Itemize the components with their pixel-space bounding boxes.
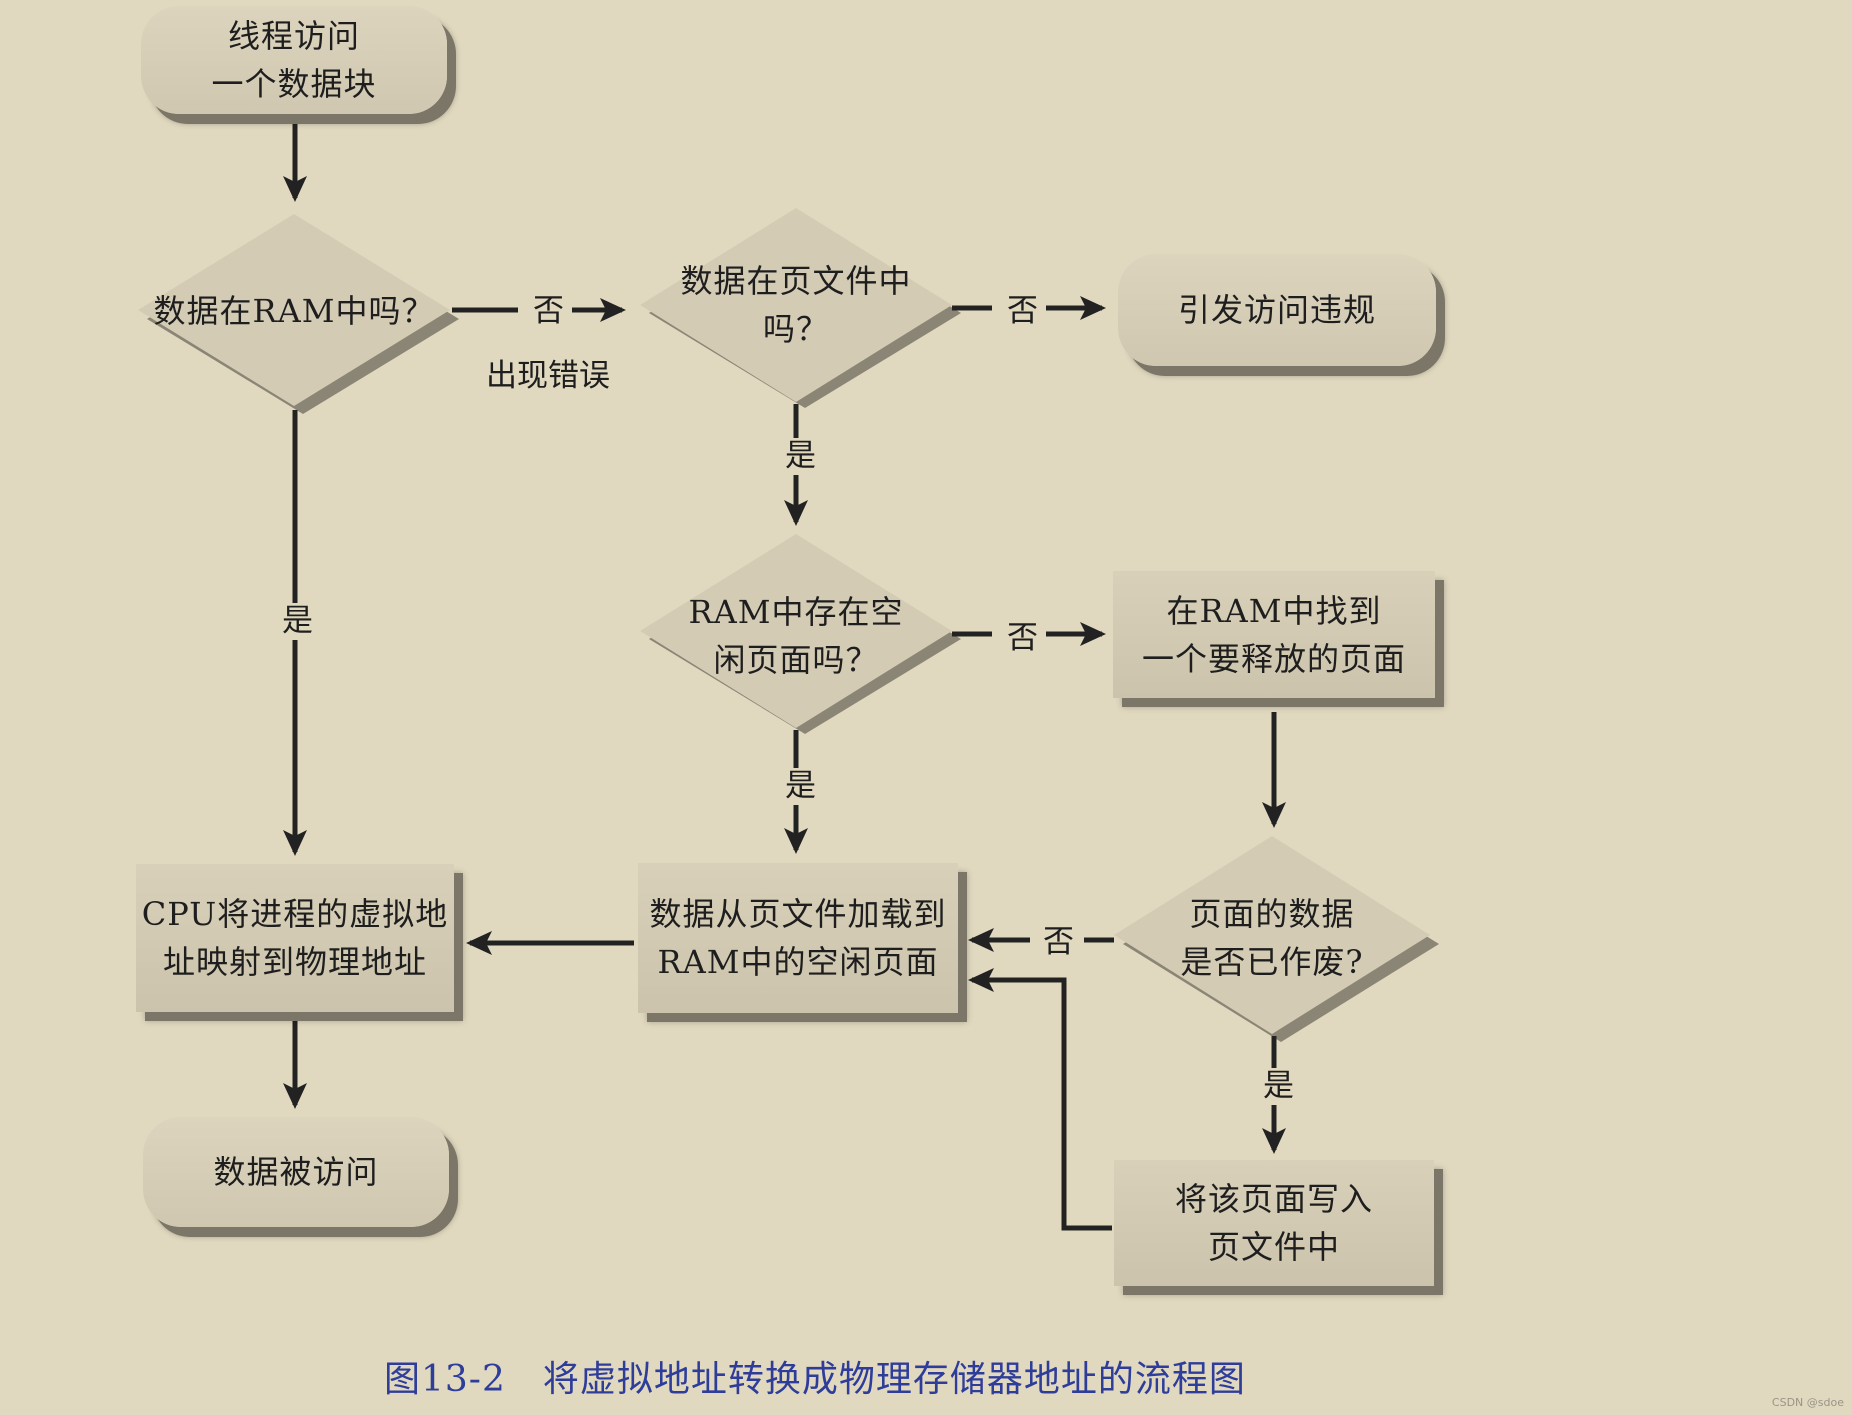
diamond-free-page: [640, 534, 961, 734]
free-page-label: RAM中存在空 闲页面吗？: [688, 593, 904, 679]
load-page-label: 数据从页文件加载到 RAM中的空闲页面: [649, 895, 947, 981]
load-page-node: 数据从页文件加载到 RAM中的空闲页面: [638, 863, 958, 1013]
find-page-node: 在RAM中找到 一个要释放的页面: [1113, 571, 1435, 698]
start-node: 线程访问 一个数据块: [141, 6, 447, 114]
in-ram-decision: 数据在RAM中吗？: [148, 276, 440, 346]
diamond-page-dirty: [1114, 836, 1439, 1042]
cpu-map-label: CPU将进程的虚拟地 址映射到物理地址: [141, 895, 449, 981]
access-violation-label: 引发访问违规: [1177, 291, 1376, 329]
write-page-label: 将该页面写入 页文件中: [1174, 1180, 1373, 1266]
data-accessed-node: 数据被访问: [143, 1117, 449, 1227]
data-accessed-label: 数据被访问: [213, 1153, 379, 1191]
no-label-page-dirty: 否: [1039, 924, 1078, 962]
page-dirty-label: 页面的数据 是否已作废?: [1180, 895, 1364, 981]
in-ram-label: 数据在RAM中吗？: [153, 292, 435, 330]
no-label-pagefile: 否: [1003, 293, 1042, 331]
diamond-in-pagefile: [640, 208, 961, 408]
page-dirty-decision: 页面的数据 是否已作废?: [1140, 888, 1404, 988]
yes-label-page-dirty: 是: [1259, 1068, 1298, 1106]
free-page-decision: RAM中存在空 闲页面吗？: [660, 586, 932, 686]
watermark: CSDN @sdoe: [1771, 1396, 1844, 1409]
yes-label-in-ram: 是: [278, 603, 317, 641]
no-label-in-ram: 否: [529, 293, 568, 331]
diamond-in-ram: [138, 214, 459, 414]
no-label-free-page: 否: [1003, 620, 1042, 658]
yes-label-pagefile: 是: [781, 438, 820, 476]
in-pagefile-decision: 数据在页文件中吗？: [650, 262, 942, 348]
figure-caption: 图13-2 将虚拟地址转换成物理存储器地址的流程图: [384, 1359, 1246, 1400]
write-page-node: 将该页面写入 页文件中: [1114, 1160, 1434, 1286]
page-fault-label: 出现错误: [486, 358, 610, 394]
in-pagefile-label: 数据在页文件中吗？: [680, 262, 912, 348]
find-page-label: 在RAM中找到 一个要释放的页面: [1141, 591, 1406, 678]
yes-label-free-page: 是: [781, 768, 820, 806]
start-node-label: 线程访问 一个数据块: [211, 17, 377, 103]
edge-write-to-load: [968, 968, 1112, 1231]
access-violation-node: 引发访问违规: [1118, 254, 1436, 366]
cpu-map-node: CPU将进程的虚拟地 址映射到物理地址: [136, 864, 454, 1012]
